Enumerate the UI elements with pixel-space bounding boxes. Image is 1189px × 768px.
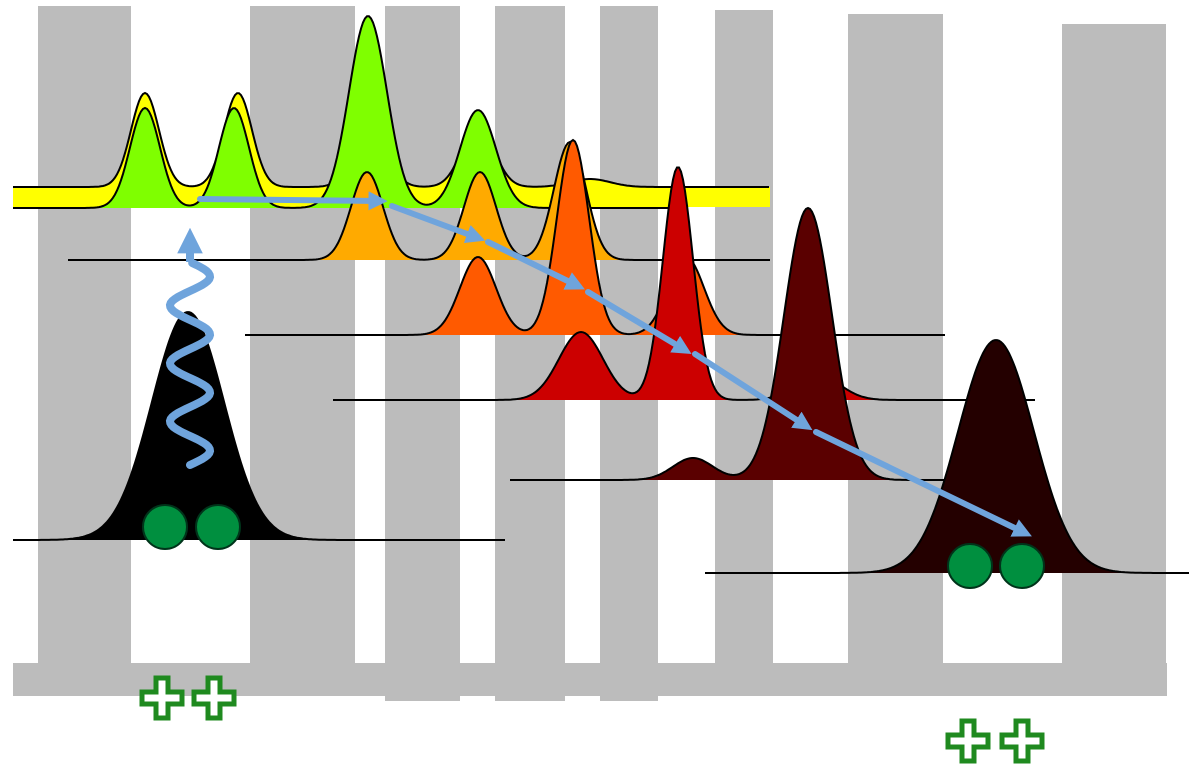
potential-column [600, 6, 658, 701]
potential-column [715, 10, 773, 696]
arrow-icon [813, 429, 1032, 537]
state-2-fill [68, 142, 770, 260]
potential-column [495, 6, 565, 701]
potential-column [848, 14, 943, 696]
potential-column [1062, 24, 1166, 696]
state-5-fill [510, 208, 1035, 480]
green-circle-icon [947, 543, 993, 589]
arrow-icon [389, 203, 486, 243]
column-base [13, 663, 1167, 696]
potential-column [38, 6, 131, 666]
ground-state-packets [13, 311, 1189, 574]
wavy-arrow-icon [165, 259, 215, 469]
green-circle-icon [999, 543, 1045, 589]
arrow-icon [692, 351, 813, 431]
arrow-icon [197, 191, 388, 211]
initial-packet-fill [13, 312, 505, 540]
final-packet-fill [705, 340, 1189, 573]
state-4-curve [333, 166, 1035, 401]
state-4-fill [333, 167, 1035, 400]
plus-icon [139, 675, 185, 721]
plus-icon [945, 718, 991, 764]
potential-column [385, 6, 460, 701]
charge-markers [139, 675, 1045, 764]
final-packet-curve [705, 339, 1189, 574]
potential-column [250, 6, 315, 696]
particle-markers [142, 504, 1045, 589]
arrow-icon [485, 239, 585, 290]
initial-packet-curve [13, 311, 505, 541]
relaxation-arrows [165, 191, 1032, 537]
green-circle-icon [195, 504, 241, 550]
arrow-icon [585, 289, 692, 354]
plus-icon [999, 718, 1045, 764]
state-2-curve [68, 140, 770, 261]
green-circle-icon [142, 504, 188, 550]
plus-icon [191, 675, 237, 721]
